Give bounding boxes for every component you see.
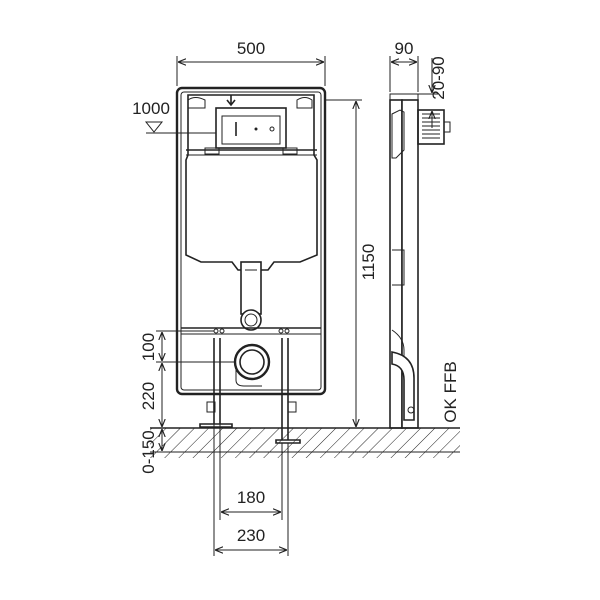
dim-pipe-offset-label: 20-90 (429, 56, 448, 99)
dim-frame-width-label: 500 (237, 39, 265, 58)
dim-frame-height-label: 1150 (359, 244, 378, 281)
dim-pipe-offset: 20-90 (406, 56, 448, 128)
drain-connection (233, 343, 271, 387)
dim-drain-spacing-label: 100 (139, 333, 158, 361)
dim-bottom-stack: 180 230 (213, 424, 289, 556)
dim-control-height-label: 1000 (132, 99, 170, 118)
cross-rail (181, 327, 321, 335)
dim-frame-depth: 90 (389, 39, 419, 92)
floor-level-label: OK FFB (441, 361, 460, 422)
dim-frame-depth-label: 90 (395, 39, 414, 58)
dim-control-height: 1000 (132, 99, 216, 134)
side-view (389, 93, 451, 429)
dim-foot-adjust-label: 0-150 (139, 430, 158, 473)
dim-foot-inner-label: 180 (237, 488, 265, 507)
front-frame (175, 86, 327, 396)
dim-foot-outer-label: 230 (237, 526, 265, 545)
floor-hatch (150, 427, 460, 458)
support-legs (199, 338, 301, 444)
dim-frame-height: 1150 (325, 99, 378, 427)
cistern-tank (185, 94, 318, 271)
dim-frame-width: 500 (176, 39, 326, 86)
flush-pipe (240, 261, 262, 331)
dim-left-stack: 100 220 0-150 (139, 330, 236, 474)
dim-drain-height-label: 220 (139, 382, 158, 410)
